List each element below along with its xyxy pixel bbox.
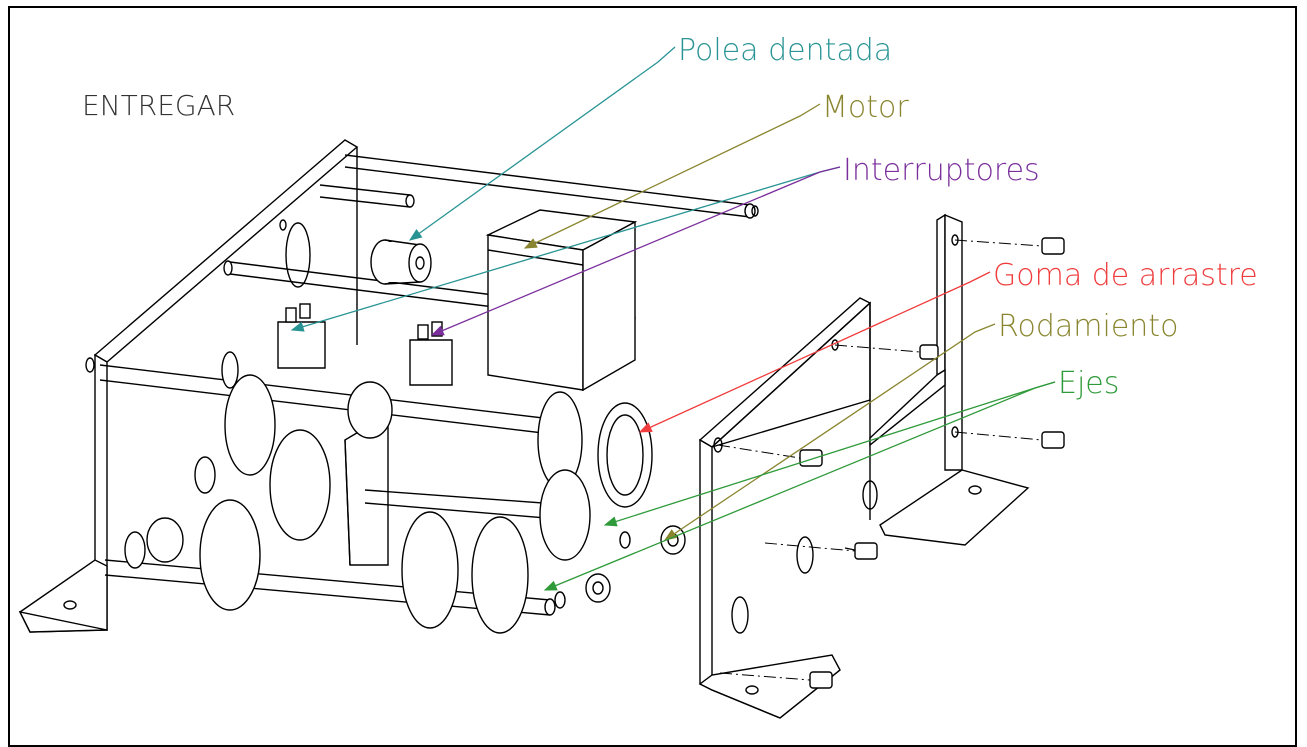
right-rear-bracket [869,213,1030,546]
center-lines [717,239,1043,681]
leader-polea [408,46,676,241]
label-ejes: Ejes [1058,366,1119,401]
leader-motor [523,103,821,249]
leader-ejes-2 [543,381,1056,591]
label-interruptores: Interruptores [843,153,1040,188]
label-goma-de-arrastre: Goma de arrastre [993,258,1258,293]
top-pulley [370,239,432,285]
left-side-plate [18,139,359,633]
leader-goma [638,271,991,433]
switches [277,303,453,386]
mechanism-linework [18,139,1065,719]
right-front-plate [698,297,878,719]
label-rodamiento: Rodamiento [998,309,1178,344]
wheels [124,351,686,634]
leader-interruptores-2 [430,166,841,336]
drawing-title: ENTREGAR [82,89,235,122]
leader-lines [290,46,1056,591]
label-motor: Motor [822,90,909,125]
leader-rodamiento [663,323,996,541]
screws [799,237,1065,689]
motor-body [485,209,638,392]
label-polea-dentada: Polea dentada [678,33,892,68]
